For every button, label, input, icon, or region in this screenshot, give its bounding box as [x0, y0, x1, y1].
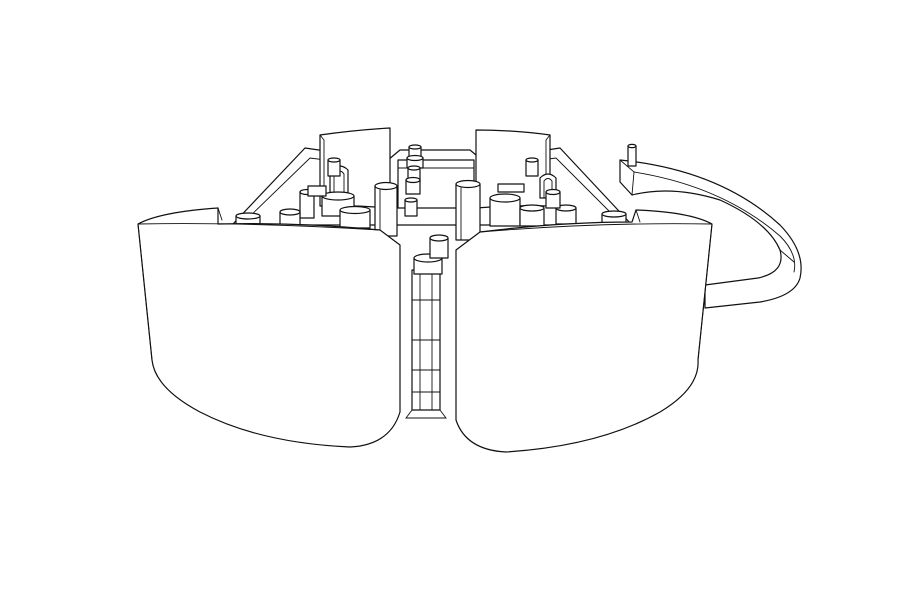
right-eyecup — [455, 209, 713, 453]
strap-loop — [619, 159, 802, 309]
component-cluster — [235, 144, 627, 241]
left-eyecup — [137, 207, 401, 448]
center-column — [405, 234, 449, 419]
strap-pin — [627, 143, 637, 167]
